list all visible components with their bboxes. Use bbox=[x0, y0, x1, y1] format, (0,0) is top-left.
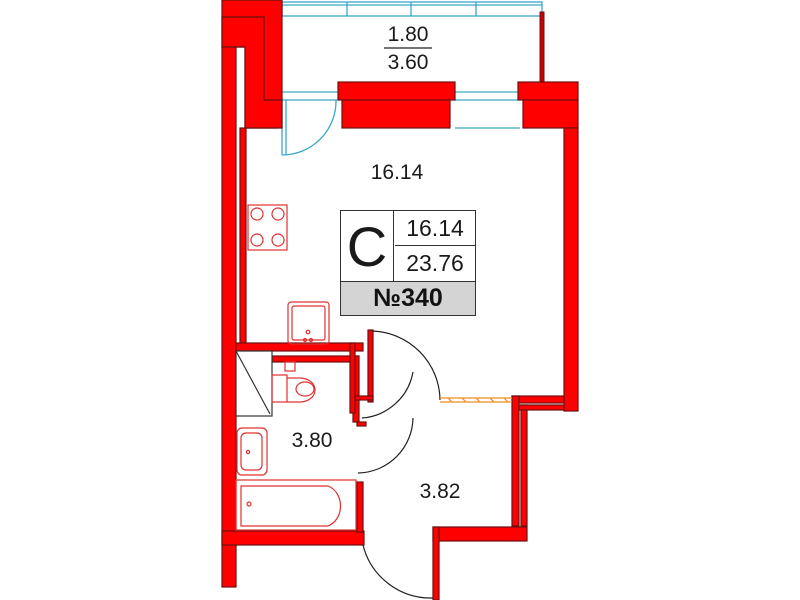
utility-shaft bbox=[235, 350, 273, 417]
washbasin-icon bbox=[236, 427, 268, 476]
bathtub-icon bbox=[235, 479, 357, 531]
living-room-area: 16.14 bbox=[370, 161, 424, 184]
balcony-side-wall bbox=[539, 11, 545, 85]
bathroom-area: 3.80 bbox=[291, 429, 333, 452]
cooktop-icon bbox=[247, 204, 288, 251]
total-area-value: 23.76 bbox=[406, 250, 464, 276]
balcony-glazing bbox=[281, 1, 543, 17]
walls bbox=[221, 0, 579, 600]
living-area-value: 16.14 bbox=[395, 211, 475, 246]
balcony-area-label: 1.80 bbox=[387, 23, 429, 46]
toilet-icon bbox=[271, 361, 316, 403]
balcony-total-label: 3.60 bbox=[387, 51, 429, 74]
apartment-info-box: C 16.14 23.76 №340 bbox=[340, 210, 476, 316]
door-swings bbox=[357, 330, 441, 599]
threshold-hatch bbox=[440, 397, 512, 403]
apartment-type: C bbox=[341, 211, 394, 281]
apartment-number: №340 bbox=[341, 281, 475, 315]
kitchen-sink-icon bbox=[287, 301, 330, 345]
hallway-area: 3.82 bbox=[419, 480, 461, 503]
